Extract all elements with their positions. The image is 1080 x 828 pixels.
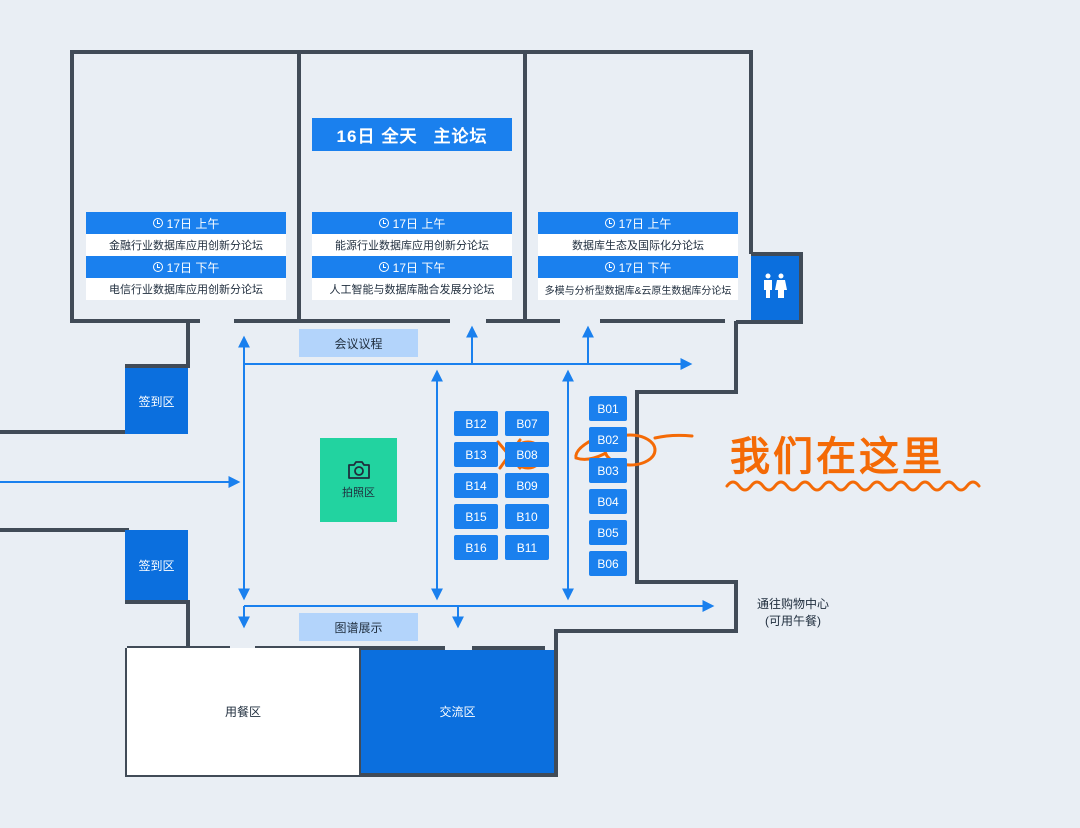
graph-exhibit-label: 图谱展示 xyxy=(299,613,418,641)
main-forum-day: 16日 xyxy=(336,127,376,146)
flow-arrows xyxy=(0,325,715,629)
booth: B05 xyxy=(589,520,627,545)
forum-card: 17日 上午 金融行业数据库应用创新分论坛 17日 下午 电信行业数据库应用创新… xyxy=(86,212,286,300)
we-are-here-annotation: 我们在这里 xyxy=(730,435,945,479)
restroom-icon xyxy=(764,273,787,298)
booth: B14 xyxy=(454,473,498,498)
exit-to-mall-label: 通往购物中心 (可用午餐) xyxy=(738,596,848,630)
booth: B15 xyxy=(454,504,498,529)
forum-card: 17日 上午 能源行业数据库应用创新分论坛 17日 下午 人工智能与数据库融合发… xyxy=(312,212,512,300)
booth-current-location: B08 xyxy=(505,442,549,467)
forum-time: 17日 上午 xyxy=(166,216,220,231)
clock-icon xyxy=(604,262,615,272)
dining-zone: 用餐区 xyxy=(127,648,359,775)
exit-line-2: (可用午餐) xyxy=(765,614,821,628)
forum-time: 17日 下午 xyxy=(166,260,220,275)
booth: B07 xyxy=(505,411,549,436)
camera-icon xyxy=(347,461,370,479)
booth: B03 xyxy=(589,458,627,483)
booth: B11 xyxy=(505,535,549,560)
exit-line-1: 通往购物中心 xyxy=(756,597,829,611)
agenda-label: 会议议程 xyxy=(299,329,418,357)
forum-time: 17日 上午 xyxy=(618,216,672,231)
booth: B01 xyxy=(589,396,627,421)
main-forum-banner: 16日 全天 主论坛 xyxy=(312,118,512,151)
forum-time: 17日 下午 xyxy=(392,260,446,275)
exchange-zone: 交流区 xyxy=(439,705,476,719)
photo-area-label: 拍照区 xyxy=(342,487,375,499)
main-forum-title: 主论坛 xyxy=(433,127,488,146)
sign-in-zone: 签到区 xyxy=(138,558,175,573)
booth: B16 xyxy=(454,535,498,560)
forum-card: 17日 上午 数据库生态及国际化分论坛 17日 下午 多模与分析型数据库&云原生… xyxy=(538,212,738,300)
booth: B04 xyxy=(589,489,627,514)
forum-title: 多模与分析型数据库&云原生数据库分论坛 xyxy=(538,278,738,300)
booth-column-left: B12 B13 B14 B15 B16 xyxy=(454,411,498,560)
walls xyxy=(0,50,753,777)
clock-icon xyxy=(152,262,163,272)
forum-title: 人工智能与数据库融合发展分论坛 xyxy=(312,278,512,300)
sign-in-zone: 签到区 xyxy=(138,394,175,409)
forum-time: 17日 上午 xyxy=(392,216,446,231)
booth: B13 xyxy=(454,442,498,467)
forum-title: 能源行业数据库应用创新分论坛 xyxy=(312,234,512,256)
main-forum-time: 全天 xyxy=(381,127,418,146)
forum-title: 数据库生态及国际化分论坛 xyxy=(538,234,738,256)
clock-icon xyxy=(378,262,389,272)
booth: B02 xyxy=(589,427,627,452)
booth: B12 xyxy=(454,411,498,436)
booth: B10 xyxy=(505,504,549,529)
booth: B09 xyxy=(505,473,549,498)
booth-column-right: B01 B02 B03 B04 B05 B06 xyxy=(589,396,627,576)
forum-title: 金融行业数据库应用创新分论坛 xyxy=(86,234,286,256)
clock-icon xyxy=(152,218,163,228)
photo-area: 拍照区 xyxy=(320,438,397,522)
forum-time: 17日 下午 xyxy=(618,260,672,275)
booth-column-middle: B07 B08 B09 B10 B11 xyxy=(505,411,549,560)
booth: B06 xyxy=(589,551,627,576)
clock-icon xyxy=(604,218,615,228)
forum-title: 电信行业数据库应用创新分论坛 xyxy=(86,278,286,300)
clock-icon xyxy=(378,218,389,228)
